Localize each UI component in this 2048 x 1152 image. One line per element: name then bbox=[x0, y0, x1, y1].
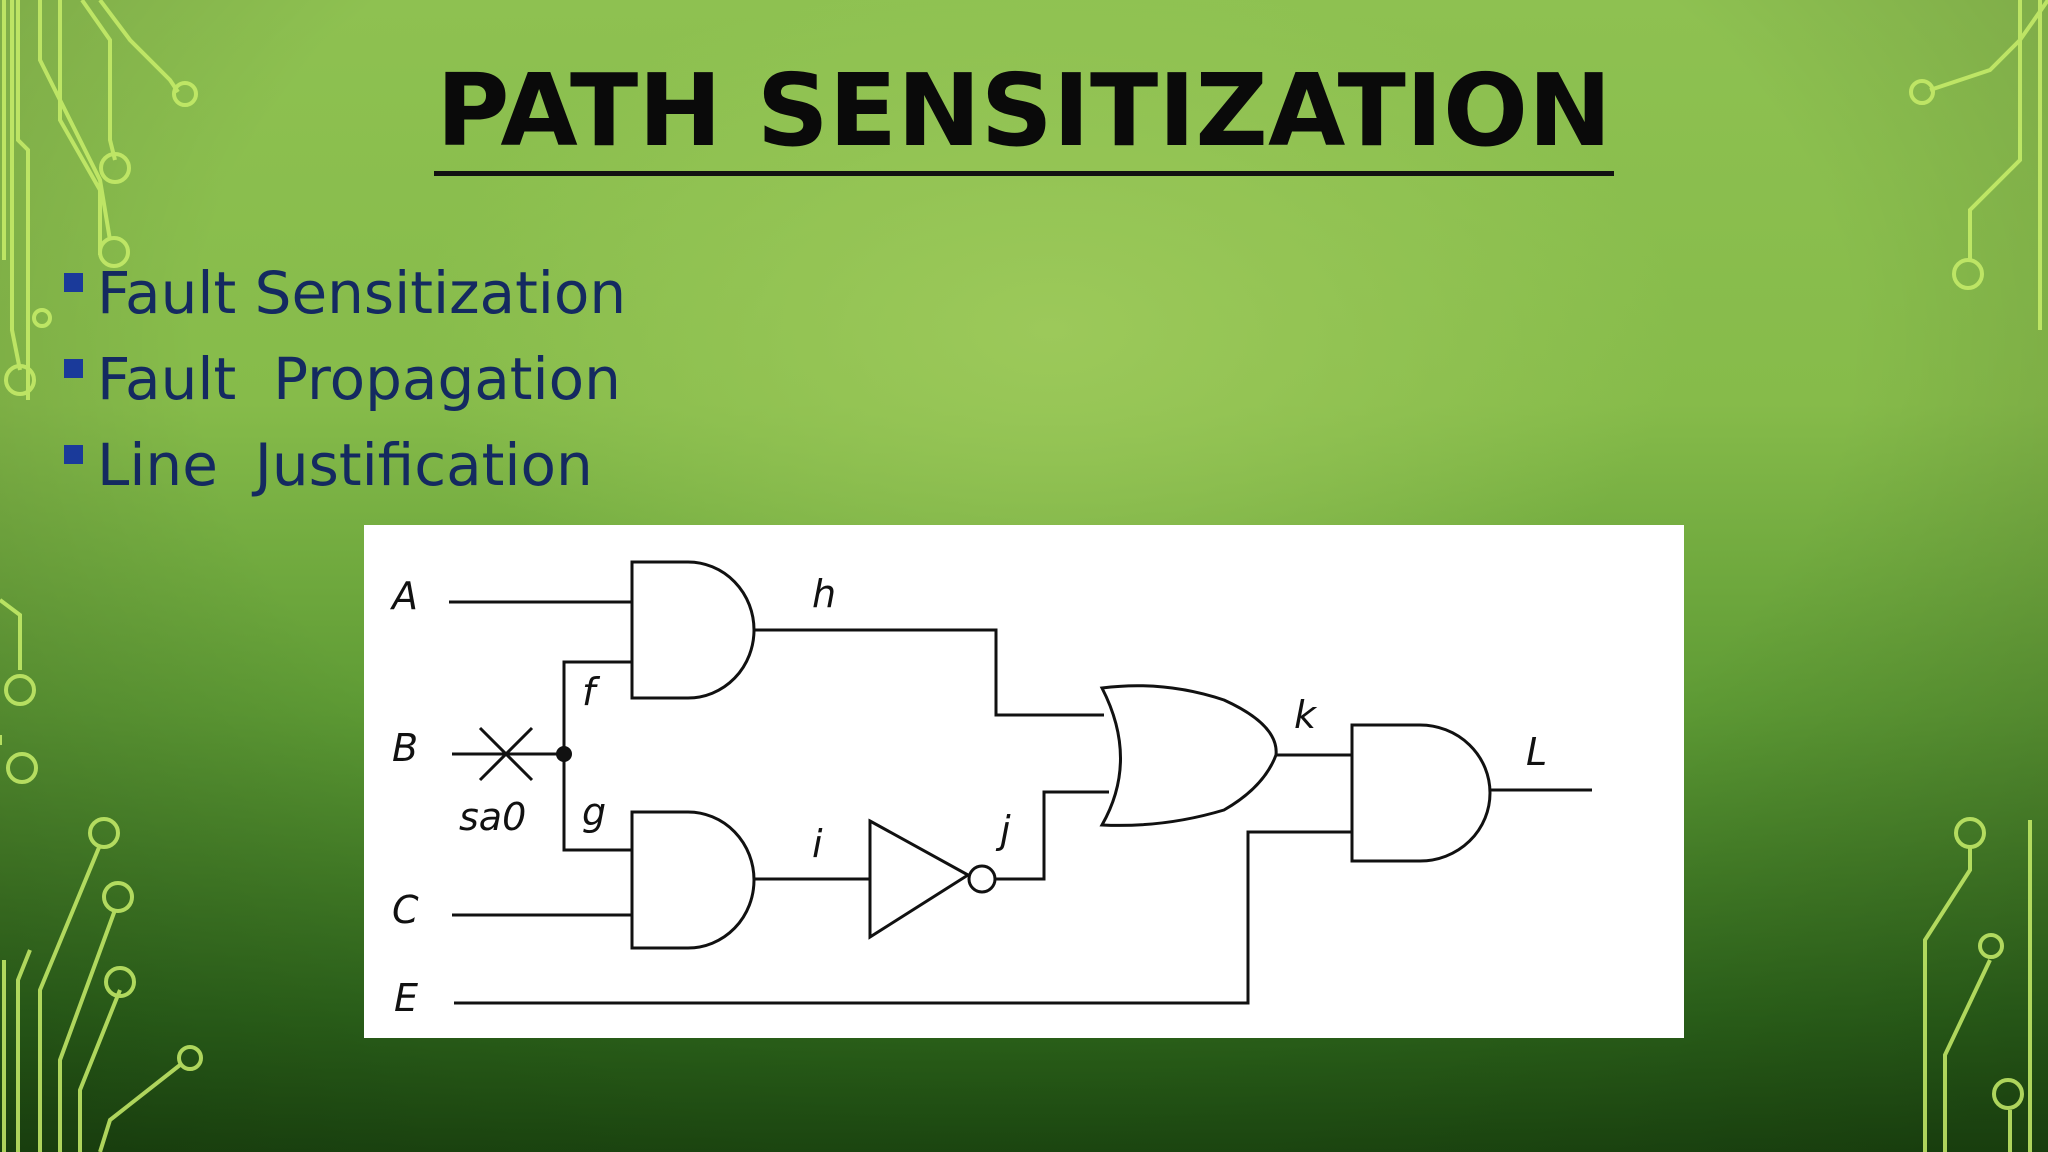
bullet-item: Fault Sensitization bbox=[64, 258, 626, 344]
label-l: L bbox=[1526, 730, 1547, 774]
label-f: f bbox=[582, 670, 601, 714]
bullet-item: Line Justification bbox=[64, 430, 626, 516]
bullet-label: Line Justification bbox=[97, 431, 593, 499]
wire-f bbox=[562, 660, 632, 754]
label-a: A bbox=[389, 574, 418, 618]
wire-j bbox=[995, 790, 1109, 881]
square-bullet-icon bbox=[64, 359, 83, 379]
not-gate bbox=[868, 818, 971, 940]
and-gate-2 bbox=[630, 810, 756, 950]
junction-dot bbox=[556, 746, 572, 762]
fault-x-icon bbox=[478, 726, 534, 782]
bullet-label: Fault Propagation bbox=[97, 345, 621, 413]
square-bullet-icon bbox=[64, 273, 83, 293]
circuit-diagram: A B C E f g h i j k L sa0 bbox=[364, 525, 1684, 1038]
wire-e bbox=[454, 830, 1352, 1005]
not-bubble bbox=[967, 864, 997, 894]
label-i: i bbox=[812, 822, 823, 866]
bullet-list: Fault Sensitization Fault Propagation Li… bbox=[64, 258, 626, 516]
label-j: j bbox=[995, 808, 1011, 852]
label-g: g bbox=[582, 790, 606, 834]
square-bullet-icon bbox=[64, 445, 83, 465]
bullet-item: Fault Propagation bbox=[64, 344, 626, 430]
bullet-label: Fault Sensitization bbox=[97, 259, 627, 327]
label-b: B bbox=[392, 726, 418, 770]
label-k: k bbox=[1294, 693, 1318, 737]
circuit-schematic: A B C E f g h i j k L sa0 bbox=[389, 560, 1592, 1020]
and-gate-3 bbox=[1350, 723, 1492, 863]
and-gate-1 bbox=[630, 560, 756, 700]
wire-h bbox=[754, 628, 1104, 717]
or-gate bbox=[1099, 684, 1278, 827]
label-c: C bbox=[392, 888, 419, 932]
label-h: h bbox=[812, 572, 836, 616]
wire-g bbox=[562, 754, 632, 852]
label-sa0: sa0 bbox=[459, 795, 526, 839]
slide-title: PATH SENSITIZATION bbox=[0, 52, 2048, 176]
label-e: E bbox=[394, 976, 418, 1020]
